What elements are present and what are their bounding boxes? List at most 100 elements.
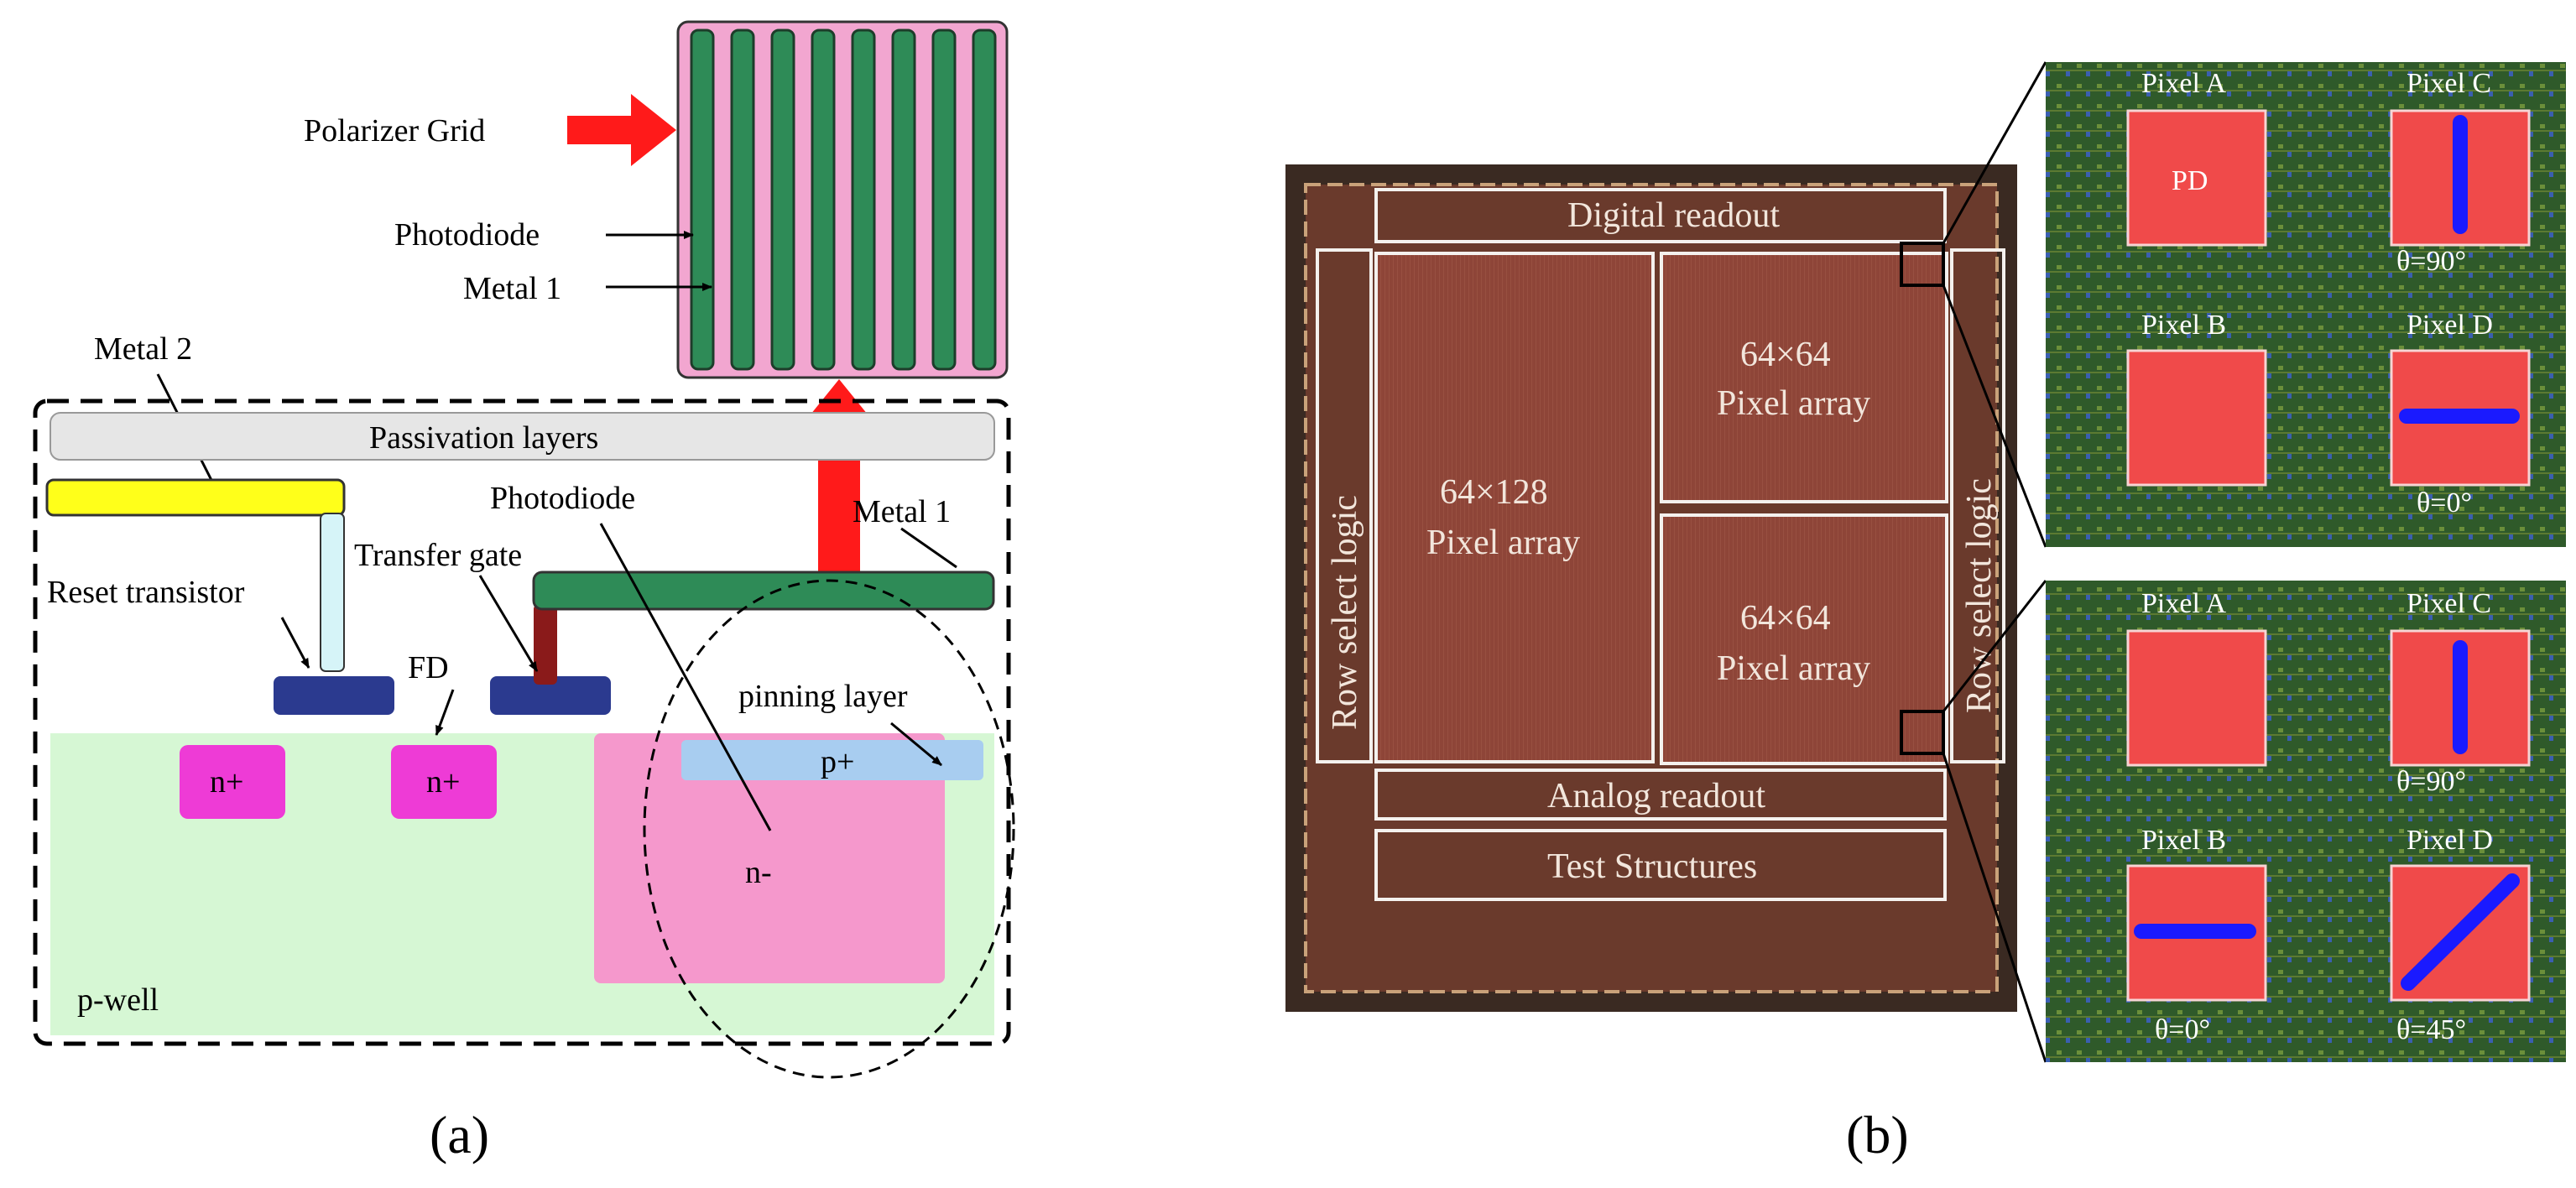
array-large-size: 64×128 [1440,473,1548,512]
caption-a: (a) [430,1105,489,1165]
photodiode-ellipse [643,579,1015,1079]
array-bottom-size: 64×64 [1740,599,1831,638]
top-group-cells [2126,109,2531,487]
top-pixel-b-pd [2126,349,2267,487]
reset-arrow [280,617,310,669]
transfer-gate [490,676,611,715]
fd-label: FD [408,650,449,685]
bottom-theta-b: θ=0° [2155,1014,2210,1045]
grating-strip [851,29,876,371]
panel-a: Polarizer Grid Photodiode Metal 1 Metal … [33,20,1015,1165]
top-pixel-d-label: Pixel D [2407,310,2493,341]
device-boundary [33,399,1011,1046]
metal1-top-label: Metal 1 [463,271,561,306]
bottom-pixel-a-label: Pixel A [2141,588,2227,619]
pinning-arrow [890,722,942,767]
array-top-label: Pixel array [1717,384,1870,423]
zoom-marker-bottom [1900,710,1945,755]
pinning-layer-label: pinning layer [738,679,908,714]
bottom-pixel-d-wire [2401,873,2520,991]
top-pixel-a-pd [2126,109,2267,247]
array-large-label: Pixel array [1426,524,1580,562]
row-select-left-box [1316,248,1373,763]
reset-gate [274,676,394,715]
analog-readout-label: Analog readout [1547,777,1765,815]
zoom-line-4 [1942,753,2047,1063]
grating-strip [770,29,795,371]
metal2-label: Metal 2 [94,331,192,367]
passivation-label: Passivation layers [369,420,598,456]
top-theta-d: θ=0° [2417,487,2472,518]
grating-strip [811,29,836,371]
row-select-left-label: Row select logic [1326,495,1364,730]
top-pixel-b-label: Pixel B [2141,310,2226,341]
top-pixel-c-label: Pixel C [2407,68,2491,99]
bottom-pixel-c-label: Pixel C [2407,588,2491,619]
digital-readout-box [1374,188,1947,243]
n-plus-label-1: n+ [210,764,243,800]
grating-strip [730,29,755,371]
test-structures-label: Test Structures [1547,847,1757,886]
n-plus-label-2: n+ [426,764,460,800]
metal2-bar [45,478,346,517]
zoom-line-3 [1942,580,2047,712]
n-minus-label: n- [745,855,772,890]
top-pixel-a-pd-label: PD [2172,165,2208,196]
analog-readout-box [1374,769,1947,821]
n-plus-region-2 [391,745,497,819]
light-up-arrow [793,379,885,572]
polarizer-grid-label: Polarizer Grid [304,113,485,148]
grating-strip [690,29,715,371]
grating-strip [931,29,957,371]
array-large-box [1374,252,1655,763]
n-plus-region-1 [180,745,285,819]
polarizer-arrow [567,94,676,166]
array-bottom-box [1660,513,1948,765]
bottom-pixel-b-label: Pixel B [2141,825,2226,856]
p-plus-label: p+ [821,744,854,779]
metal1-arrow [900,527,957,569]
metal1-bar [532,571,995,611]
grating-strip [972,29,997,371]
row-select-right-label: Row select logic [1960,478,1999,713]
n-minus-region [594,733,945,983]
reset-transistor-label: Reset transistor [47,575,245,610]
p-plus-layer [681,740,983,780]
array-top-size: 64×64 [1740,336,1831,374]
metal1-label: Metal 1 [853,494,951,529]
passivation-layer [50,412,995,461]
bottom-pixel-a-pd [2126,629,2267,767]
photodiode-top-label: Photodiode [394,217,540,253]
test-structures-box [1374,829,1947,901]
photodiode-arrow [599,523,772,831]
zoom-marker-top [1900,242,1945,287]
bottom-theta-d: θ=45° [2396,1014,2466,1045]
row-select-right-box [1950,248,2005,763]
pixel-array-bottom-area [1661,515,1947,763]
array-top-box [1660,252,1948,503]
zoom-line-1 [1942,61,2047,244]
top-pixel-a-label: Pixel A [2141,68,2227,99]
zoom-line-2 [1942,284,2047,548]
bottom-group-cells [2126,629,2531,1002]
array-bottom-label: Pixel array [1717,649,1870,688]
reset-via [320,513,345,672]
pixel-array-top-area [1661,253,1947,502]
transfer-gate-arrow [478,575,539,672]
transfer-via [534,604,557,685]
top-theta-c: θ=90° [2396,246,2466,277]
digital-readout-label: Digital readout [1567,196,1780,235]
pixel-array-large-area [1376,253,1653,762]
photodiode-label: Photodiode [490,481,635,516]
metal-grating [690,29,997,371]
bottom-theta-c: θ=90° [2396,766,2466,797]
transfer-gate-label: Transfer gate [354,538,522,573]
polarizer-grid-block [676,20,1009,379]
bottom-pixel-d-label: Pixel D [2407,825,2493,856]
grating-strip [891,29,916,371]
caption-b: (b) [1846,1105,1909,1165]
panel-b: Digital readout Row select logic Row sel… [1285,61,2566,1165]
p-well-label: p-well [77,982,159,1018]
fd-arrow [435,689,455,736]
